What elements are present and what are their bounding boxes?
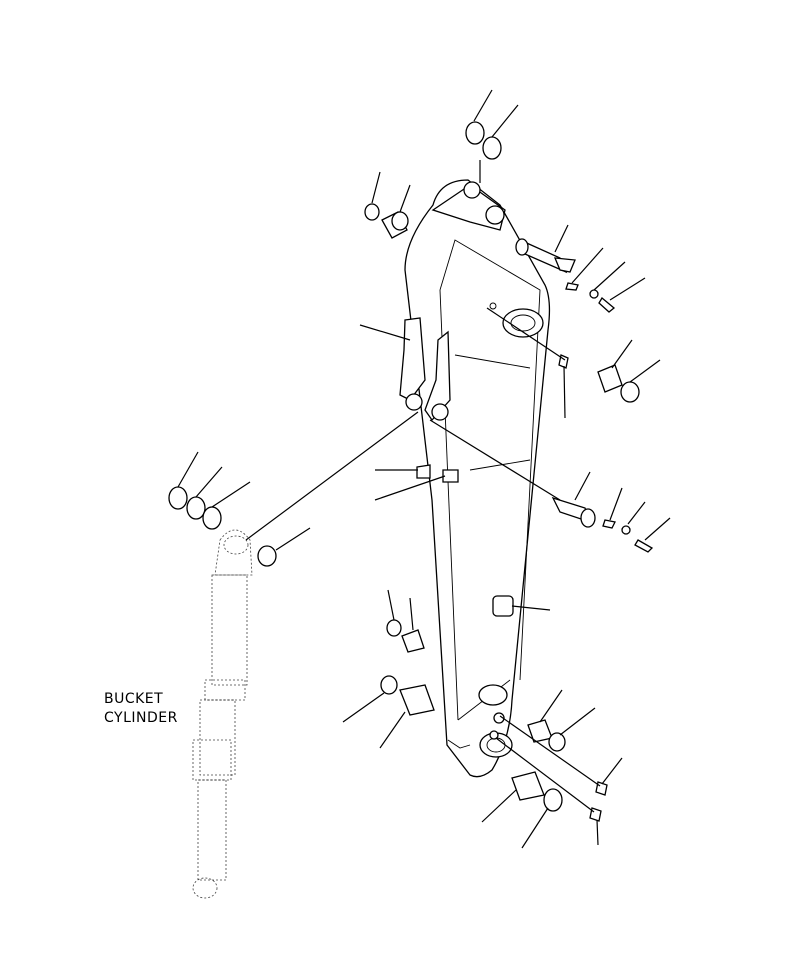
bucket-cylinder xyxy=(192,529,253,899)
bucket-cylinder-label-line1: BUCKET xyxy=(104,691,164,707)
parts xyxy=(168,121,654,822)
bucket-cylinder-label-line2: CYLINDER xyxy=(104,710,178,726)
arm-body xyxy=(399,179,551,778)
leader-lines xyxy=(177,89,671,849)
